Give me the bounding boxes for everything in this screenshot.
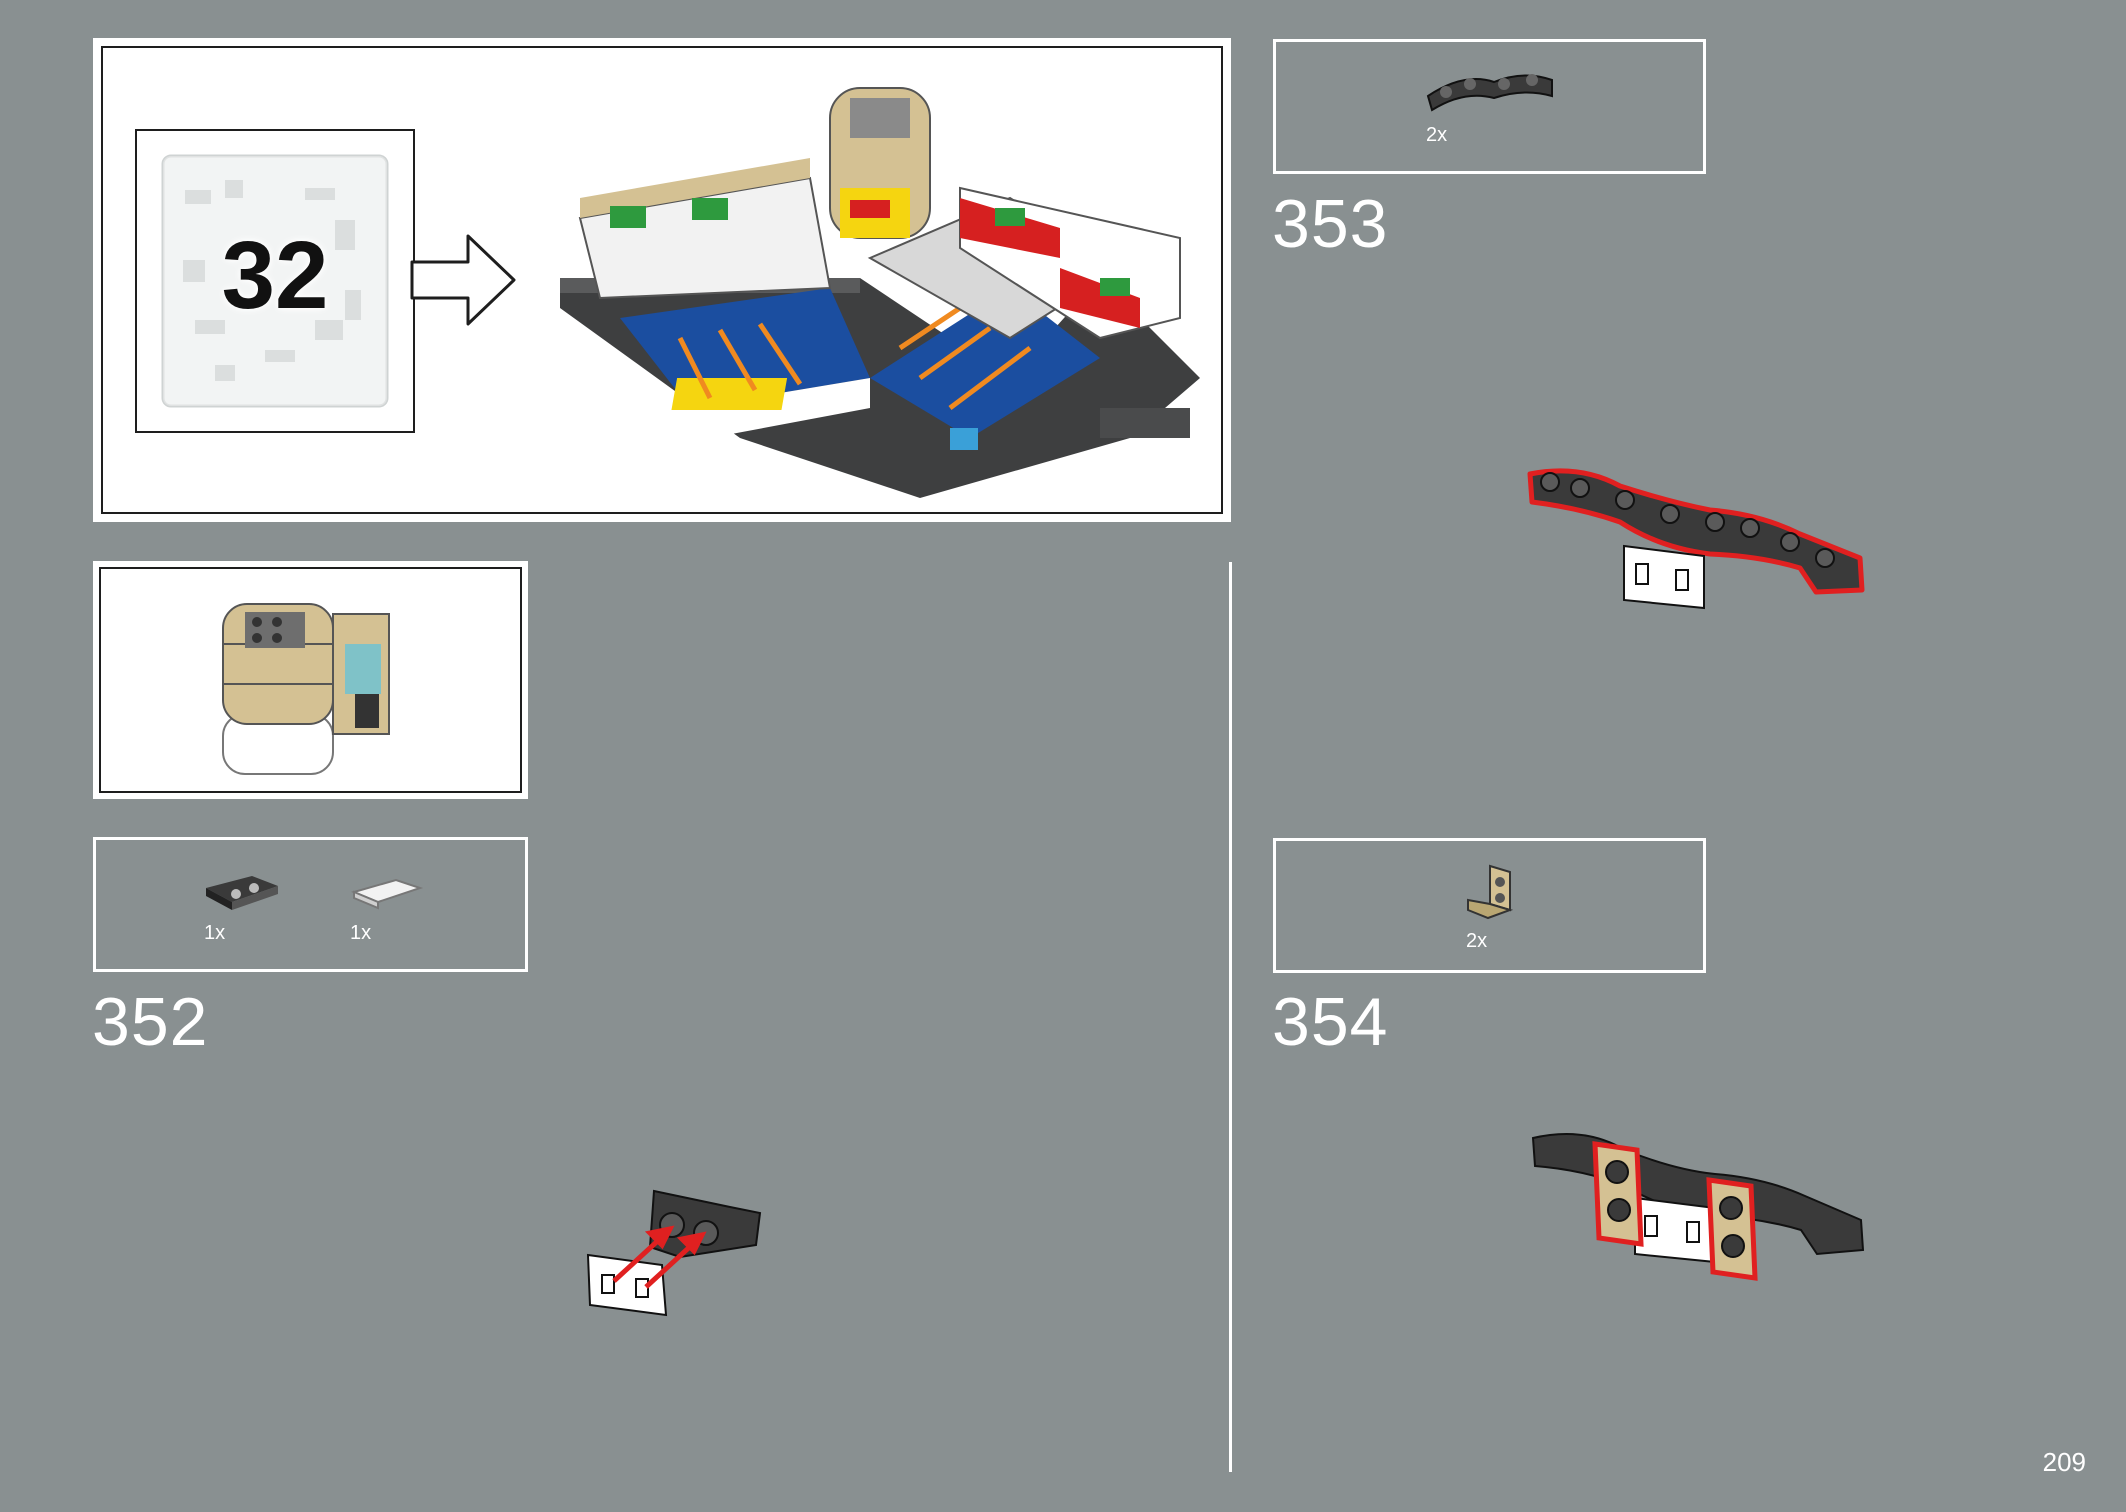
dark-curved-plate-icon [1426, 74, 1553, 112]
page-number: 209 [2042, 1447, 2086, 1477]
qty-354-1: 2x [1466, 930, 1488, 952]
tan-bracket-icon [1467, 864, 1514, 920]
parts-list-354 [1273, 838, 1706, 973]
bag-icon [161, 154, 389, 408]
qty-353-1: 2x [1426, 124, 1448, 146]
white-tile-icon [350, 878, 424, 910]
column-divider [1229, 562, 1232, 1472]
bag-number: 32 [221, 222, 329, 329]
dark-bracket-plate-icon [206, 876, 278, 910]
step-number-352: 352 [92, 984, 209, 1060]
step-354-assembly-image [1531, 1133, 1865, 1281]
qty-352-2: 1x [350, 922, 372, 944]
parts-list-353 [1273, 39, 1706, 174]
step-353-assembly-image [1527, 468, 1865, 610]
step-number-353: 353 [1272, 186, 1389, 262]
step-352-assembly-image [586, 1189, 762, 1317]
arrow-right-icon [410, 234, 516, 326]
stadium-model-image [560, 87, 1200, 498]
step-number-354: 354 [1272, 984, 1389, 1060]
qty-352-1: 1x [204, 922, 226, 944]
parts-list-352 [93, 837, 528, 972]
tower-subassembly-image [222, 603, 390, 775]
